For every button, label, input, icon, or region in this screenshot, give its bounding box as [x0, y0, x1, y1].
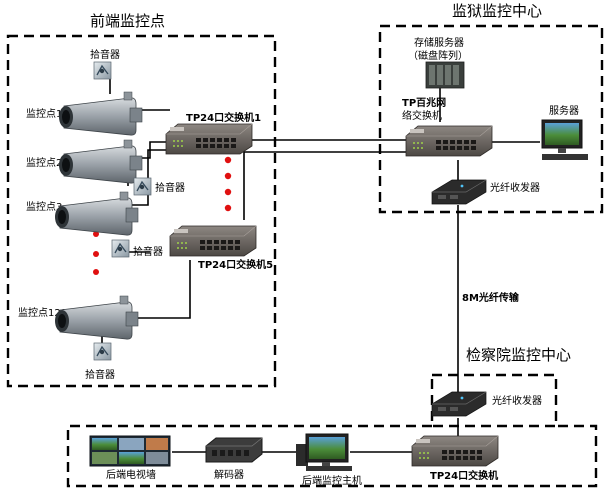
storage-label-line2: （磁盘阵列） [408, 49, 468, 62]
prison-transceiver-label: 光纤收发器 [490, 181, 540, 194]
pickup-icon [111, 239, 130, 258]
pickup-icon [93, 342, 112, 361]
pickup-icon [133, 177, 152, 196]
front-region-title: 前端监控点 [90, 12, 165, 30]
pickup-label-3: 拾音器 [133, 245, 163, 258]
connection-lines [101, 78, 540, 453]
tv-wall-label: 后端电视墙 [106, 468, 156, 481]
fiber-transceiver-icon [431, 179, 487, 205]
host-label: 后端监控主机 [302, 474, 362, 487]
switch-icon [405, 125, 493, 157]
red-dots [93, 156, 232, 275]
prison-region-border [378, 24, 604, 214]
storage-label-line1: 存储服务器 [414, 36, 464, 49]
switch-icon [411, 435, 499, 467]
tv-wall-icon [89, 435, 171, 467]
camera-point-2-label: 监控点2 [26, 156, 62, 169]
camera-icon [54, 295, 139, 340]
server-computer-icon [541, 119, 588, 160]
pickup-label-4: 拾音器 [85, 368, 115, 381]
camera-point-3-label: 监控点3 [26, 200, 62, 213]
pickup-icon [93, 61, 112, 80]
camera-point-128-label: 监控点128 [18, 306, 67, 319]
procuratorate-transceiver-label: 光纤收发器 [492, 394, 542, 407]
pickup-label-2: 拾音器 [155, 181, 185, 194]
switch5-label: TP24口交换机5 [198, 258, 273, 271]
procuratorate-switch-label: TP24口交换机 [430, 469, 498, 482]
fiber-transceiver-icon [431, 391, 487, 417]
camera-icon [58, 139, 143, 184]
fiber-link-label: 8M光纤传输 [462, 291, 520, 304]
camera-icon [58, 91, 143, 136]
procuratorate-region-title: 检察院监控中心 [466, 346, 571, 364]
camera-icon [54, 191, 139, 236]
procuratorate-region-inner-border [430, 373, 558, 428]
decoder-icon [205, 437, 263, 463]
storage-server-icon [425, 61, 465, 89]
procuratorate-region-border [66, 424, 598, 488]
pickup-label-1: 拾音器 [90, 48, 120, 61]
switch-icon [165, 123, 253, 155]
server-label: 服务器 [549, 104, 579, 117]
switch1-label: TP24口交换机1 [186, 111, 261, 124]
decoder-label: 解码器 [214, 468, 244, 481]
monitor-host-icon [296, 433, 352, 471]
camera-point-1-label: 监控点1 [26, 107, 62, 120]
core-switch-label-line2: 络交换机 [402, 109, 442, 122]
core-switch-label-line1: TP百兆网 [402, 96, 446, 109]
switch-icon [169, 225, 257, 257]
prison-region-title: 监狱监控中心 [452, 2, 542, 20]
front-region-border [6, 34, 277, 388]
